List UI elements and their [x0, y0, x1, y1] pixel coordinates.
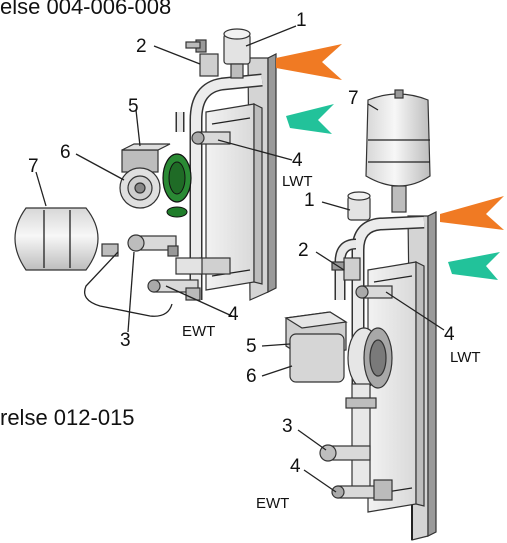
left-callout-5: 5 — [128, 96, 139, 117]
left-callout-4-lwt: 4 — [292, 150, 303, 171]
left-expansion-tank — [14, 207, 119, 271]
left-circulating-pump — [119, 143, 192, 218]
left-lower-pipe — [175, 257, 231, 275]
right-drain-valve — [319, 444, 371, 462]
teal-chevron-arrow-icon — [286, 104, 334, 134]
right-expansion-tank — [365, 89, 431, 213]
left-expansion-hose — [83, 251, 173, 317]
left-callout-1: 1 — [296, 10, 307, 31]
left-unit: 1 2 5 6 7 4 3 4 LWT EWT — [14, 10, 342, 351]
right-callout-2: 2 — [298, 240, 309, 261]
left-ewt-connection — [147, 279, 201, 301]
left-top-pipe — [175, 73, 263, 300]
right-callout-5: 5 — [246, 336, 257, 357]
right-callout-7: 7 — [348, 88, 359, 109]
right-callout-3: 3 — [282, 416, 293, 437]
right-lwt-connection — [355, 285, 393, 299]
right-leader-lines — [261, 103, 445, 493]
right-heat-exchanger — [367, 261, 425, 513]
left-leader-lines — [35, 25, 297, 333]
left-drain-valve — [127, 234, 179, 257]
right-air-vent — [347, 191, 371, 221]
right-callout-6: 6 — [246, 366, 257, 387]
left-lwt-label: LWT — [282, 173, 313, 190]
right-callout-4-ewt: 4 — [290, 456, 301, 477]
left-safety-valve — [185, 39, 219, 77]
right-unit: 7 1 2 4 5 6 3 4 LWT EWT — [246, 88, 504, 541]
left-heat-exchanger — [205, 103, 263, 291]
left-ewt-label: EWT — [182, 323, 215, 340]
right-callout-4-lwt: 4 — [444, 324, 455, 345]
left-callout-6: 6 — [60, 142, 71, 163]
right-lwt-label: LWT — [450, 349, 481, 366]
right-callout-1: 1 — [304, 190, 315, 211]
orange-chevron-arrow-icon — [276, 44, 342, 80]
left-callout-4-ewt: 4 — [228, 304, 239, 325]
left-air-vent — [223, 28, 251, 79]
orange-chevron-arrow-icon — [440, 196, 504, 230]
right-ewt-connection — [331, 479, 393, 501]
teal-chevron-arrow-icon — [448, 252, 500, 280]
left-callout-3: 3 — [120, 330, 131, 351]
caption-top: else 004-006-008 — [0, 0, 172, 19]
right-ewt-label: EWT — [256, 495, 289, 512]
caption-bottom: relse 012-015 — [0, 405, 135, 430]
left-callout-7: 7 — [28, 156, 39, 177]
left-callout-2: 2 — [136, 36, 147, 57]
right-circulating-pump — [284, 311, 393, 389]
